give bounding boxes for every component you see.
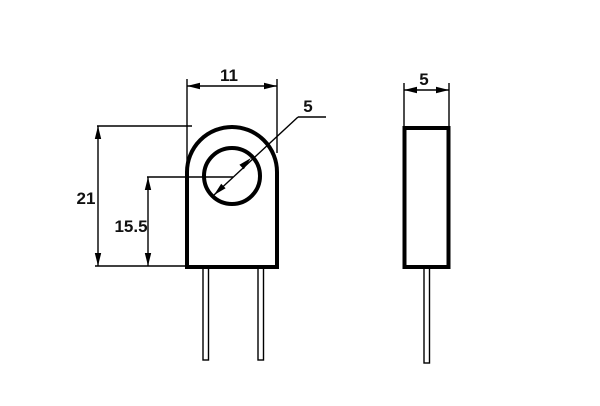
arrowhead-left-icon	[404, 86, 417, 94]
arrowhead-lower-icon	[214, 183, 226, 195]
arrowhead-down-icon	[94, 253, 102, 266]
dimension-front-width: 11	[186, 66, 278, 170]
arrowhead-right-icon	[264, 82, 277, 90]
front-height-label: 21	[77, 189, 96, 208]
dimension-hole-center-height: 15.5	[114, 176, 233, 266]
mounting-hole	[202, 146, 262, 206]
side-body-outline	[402, 126, 451, 269]
arrowhead-up-icon	[144, 177, 152, 190]
front-width-label: 11	[220, 66, 238, 85]
hole-center-height-label: 15.5	[114, 217, 147, 236]
arrowhead-up-icon	[94, 126, 102, 139]
dimension-hole-diameter: 5	[213, 97, 326, 196]
front-view	[185, 125, 279, 361]
dimension-side-depth: 5	[403, 70, 450, 126]
leader-diagonal-line	[213, 116, 299, 196]
arrowhead-upper-icon	[239, 158, 251, 170]
dimension-front-height: 21	[77, 125, 192, 267]
front-right-lead	[257, 265, 265, 361]
arrowhead-right-icon	[436, 86, 449, 94]
arrowhead-left-icon	[187, 82, 200, 90]
side-depth-label: 5	[419, 70, 428, 89]
hole-diameter-label: 5	[303, 97, 312, 116]
side-view	[402, 126, 451, 364]
arrowhead-down-icon	[144, 253, 152, 266]
side-lead	[423, 265, 431, 364]
front-left-lead	[202, 265, 210, 361]
